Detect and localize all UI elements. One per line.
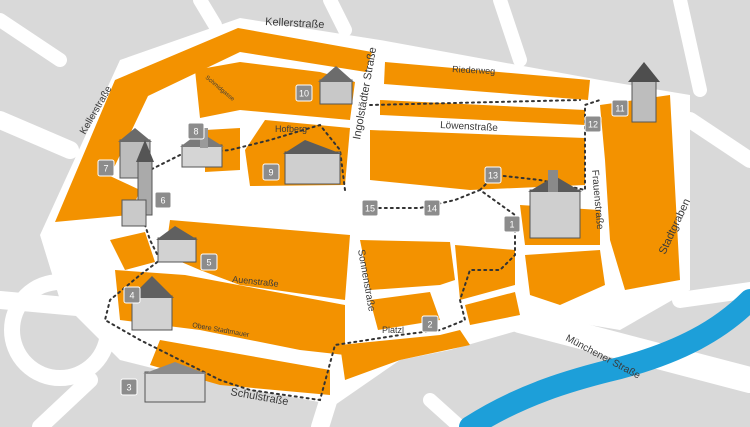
marker-9[interactable]: 9 bbox=[262, 163, 280, 181]
marker-number: 13 bbox=[488, 171, 498, 181]
marker-10[interactable]: 10 bbox=[295, 84, 313, 102]
marker-box bbox=[584, 115, 602, 133]
marker-box bbox=[200, 253, 218, 271]
marker-number: 14 bbox=[427, 204, 437, 214]
townhall-icon bbox=[528, 170, 582, 239]
marker-number: 8 bbox=[193, 127, 198, 137]
house-icon-10 bbox=[318, 66, 354, 105]
label-auenstrasse: Auenstraße bbox=[232, 274, 279, 289]
marker-box bbox=[97, 159, 115, 177]
marker-box bbox=[120, 378, 138, 396]
river bbox=[459, 289, 750, 427]
label-frauenstrasse: Frauenstraße bbox=[589, 169, 605, 230]
marker-box bbox=[154, 191, 172, 209]
marker-box bbox=[361, 199, 379, 217]
marker-box bbox=[295, 84, 313, 102]
marker-number: 11 bbox=[615, 104, 624, 114]
marker-number: 5 bbox=[206, 258, 211, 268]
marker-5[interactable]: 5 bbox=[200, 253, 218, 271]
marker-15[interactable]: 15 bbox=[361, 199, 379, 217]
landmark-buildings bbox=[118, 62, 660, 403]
marker-box bbox=[503, 215, 521, 233]
marker-box bbox=[262, 163, 280, 181]
marker-box bbox=[123, 286, 141, 304]
marker-3[interactable]: 3 bbox=[120, 378, 138, 396]
label-platzl: Platzl bbox=[382, 325, 404, 335]
marker-box bbox=[484, 166, 502, 184]
marker-6[interactable]: 6 bbox=[154, 191, 172, 209]
marker-14[interactable]: 14 bbox=[423, 199, 441, 217]
marker-number: 7 bbox=[103, 164, 108, 174]
marker-12[interactable]: 12 bbox=[584, 115, 602, 133]
marker-number: 12 bbox=[588, 120, 598, 130]
church-icon bbox=[121, 140, 154, 227]
marker-box bbox=[187, 122, 205, 140]
marker-number: 2 bbox=[427, 320, 432, 330]
marker-number: 3 bbox=[126, 383, 131, 393]
marker-number: 15 bbox=[365, 204, 375, 214]
marker-8[interactable]: 8 bbox=[187, 122, 205, 140]
marker-number: 6 bbox=[160, 196, 165, 206]
marker-box bbox=[611, 99, 629, 117]
hofberg-building-icon bbox=[283, 140, 342, 185]
marker-number: 9 bbox=[268, 168, 273, 178]
marker-2[interactable]: 2 bbox=[421, 315, 439, 333]
label-loewenstrasse: Löwenstraße bbox=[440, 120, 499, 134]
marker-11[interactable]: 11 bbox=[611, 99, 629, 117]
marker-4[interactable]: 4 bbox=[123, 286, 141, 304]
marker-13[interactable]: 13 bbox=[484, 166, 502, 184]
label-hofberg: Hofberg bbox=[275, 124, 307, 134]
marker-number: 4 bbox=[129, 291, 134, 301]
school-icon-3 bbox=[143, 362, 207, 403]
marker-1[interactable]: 1 bbox=[503, 215, 521, 233]
marker-number: 10 bbox=[299, 89, 309, 99]
label-riederweg: Riederweg bbox=[452, 64, 495, 76]
marker-number: 1 bbox=[509, 220, 514, 230]
marker-box bbox=[423, 199, 441, 217]
house-icon-5 bbox=[156, 226, 198, 263]
house-icon-4 bbox=[130, 276, 174, 331]
marker-box bbox=[421, 315, 439, 333]
tower-icon-11 bbox=[628, 62, 660, 123]
label-kellerstrasse-top: Kellerstraße bbox=[265, 16, 325, 31]
marker-7[interactable]: 7 bbox=[97, 159, 115, 177]
